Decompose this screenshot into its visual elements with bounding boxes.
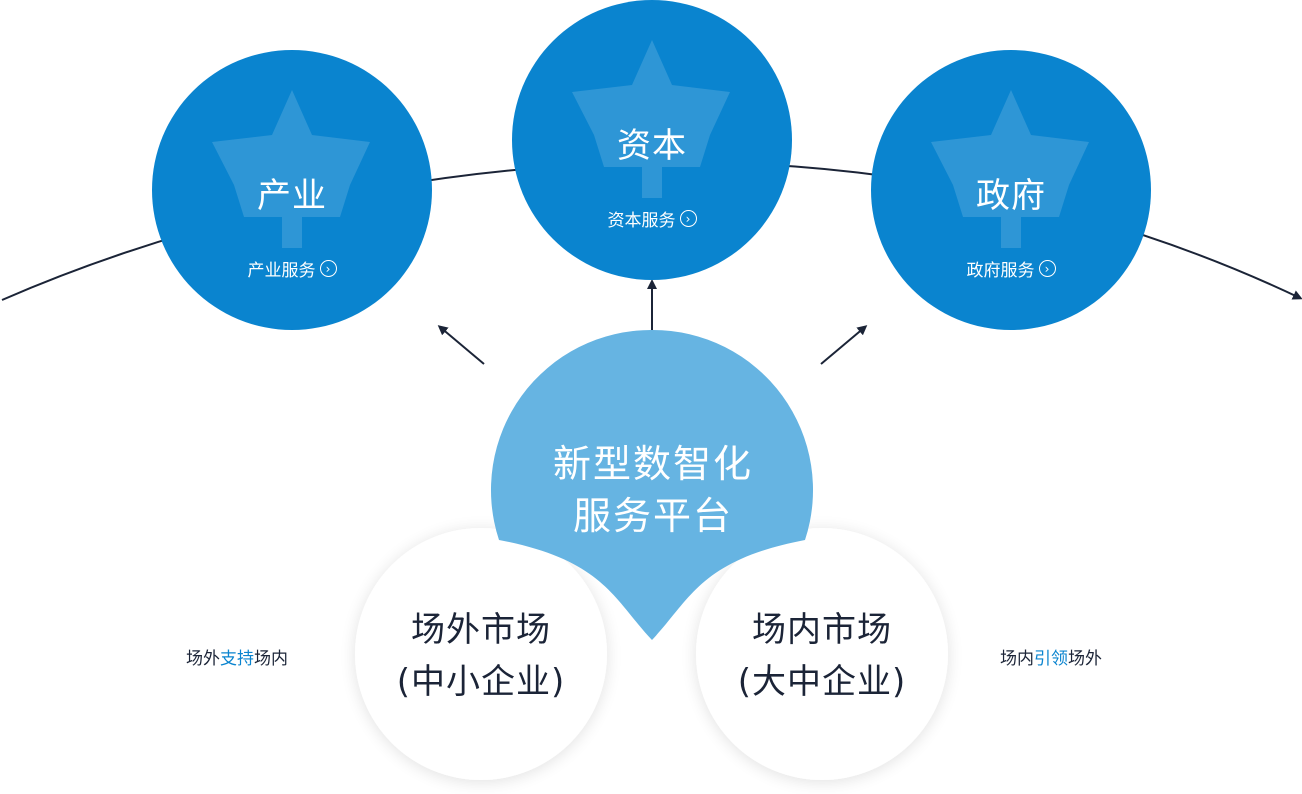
right-note-post: 场外 (1068, 649, 1102, 669)
capital-circle (512, 0, 792, 280)
outside-market-line2: (中小企业) (396, 662, 566, 702)
maple-leaf-icon (212, 40, 1089, 248)
outside-market-label: 场外市场 (中小企业) (356, 604, 606, 708)
inside-market-label: 场内市场 (大中企业) (697, 604, 947, 708)
industry-title: 产业 (257, 176, 327, 216)
inside-market-line2: (大中企业) (737, 662, 907, 702)
platform-title-line1: 新型数智化 (552, 442, 753, 486)
left-note-post: 场内 (254, 649, 288, 669)
industry-service-label: 产业服务 (247, 261, 316, 281)
platform-title: 新型数智化 服务平台 (493, 438, 813, 542)
chevron-right-circle-icon: › (679, 210, 697, 227)
arrow-to-industry (437, 325, 485, 365)
government-circle (871, 50, 1151, 330)
platform-title-line2: 服务平台 (572, 494, 733, 538)
industry-node: 产业 产业服务 › (152, 50, 432, 330)
government-title: 政府 (976, 176, 1046, 216)
chevron-right-circle-icon: › (1038, 260, 1056, 277)
capital-service-label: 资本服务 (607, 211, 676, 231)
left-side-note: 场外支持场内 (186, 644, 288, 669)
capital-node: 资本 资本服务 › (512, 0, 792, 280)
arrow-to-government (820, 325, 868, 365)
chevron-right-circle-icon: › (319, 260, 337, 277)
outside-market-circle (355, 528, 607, 780)
capital-service-link[interactable]: 资本服务 › (512, 206, 792, 231)
industry-service-link[interactable]: 产业服务 › (152, 256, 432, 281)
government-service-label: 政府服务 (966, 261, 1035, 281)
platform-shape (490, 329, 814, 640)
capital-title: 资本 (617, 126, 687, 166)
inside-market-circle (696, 528, 948, 780)
inside-market-line1: 场内市场 (752, 610, 892, 650)
left-note-highlight: 支持 (220, 649, 254, 669)
left-note-pre: 场外 (186, 649, 220, 669)
right-note-highlight: 引领 (1034, 649, 1068, 669)
right-note-pre: 场内 (1000, 649, 1034, 669)
right-side-note: 场内引领场外 (1000, 644, 1102, 669)
outside-market-line1: 场外市场 (411, 610, 551, 650)
government-service-link[interactable]: 政府服务 › (871, 256, 1151, 281)
government-node: 政府 政府服务 › (871, 50, 1151, 330)
industry-circle (152, 50, 432, 330)
